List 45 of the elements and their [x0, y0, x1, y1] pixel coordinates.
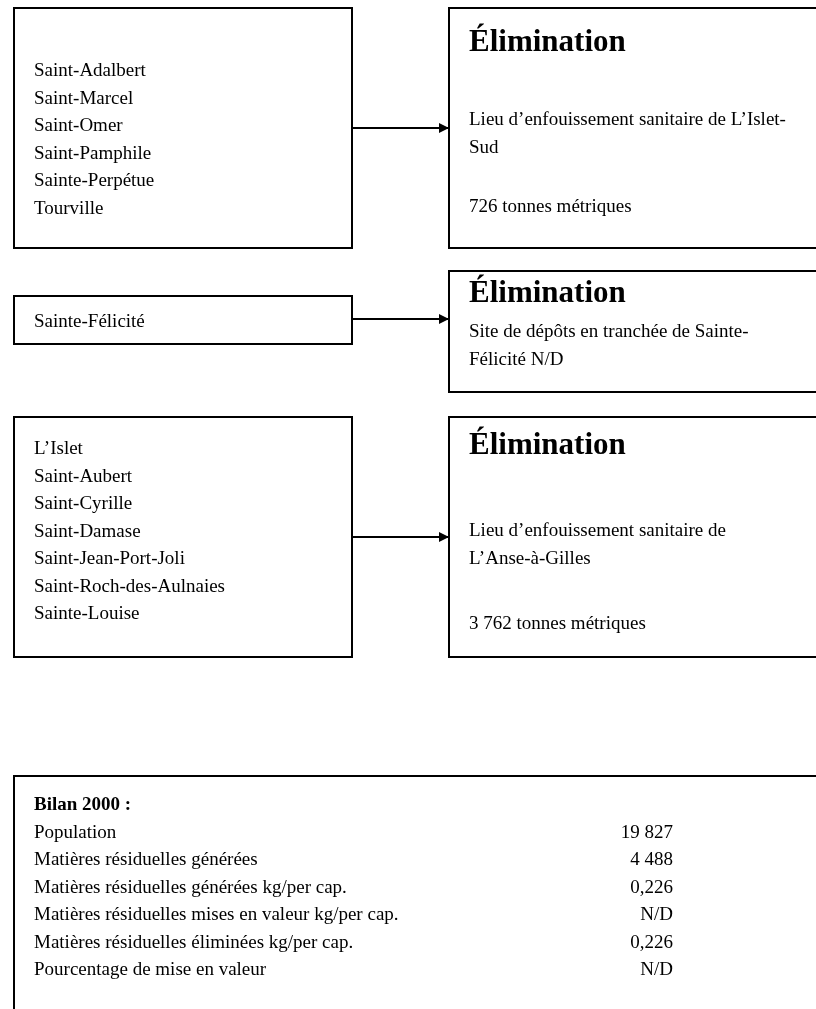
row-value: 0,226 — [630, 874, 673, 899]
row-value: N/D — [640, 957, 673, 981]
row-label: Matières résiduelles mises en valeur kg/per cap. — [34, 902, 399, 926]
municipality-name: Saint-Adalbert — [34, 58, 146, 82]
municipality-name: Saint-Omer — [34, 113, 123, 137]
municipality-name: Sainte-Louise — [34, 601, 140, 625]
tonnage-text: 726 tonnes métriques — [469, 194, 633, 218]
municipality-name: Saint-Roch-des-Aulnaies — [34, 573, 225, 598]
municipality-name: Saint-Damase — [34, 518, 141, 543]
disposal-box — [448, 7, 816, 249]
row-label: Matières résiduelles générées — [34, 847, 258, 871]
summary-heading: Bilan 2000 : — [34, 792, 132, 816]
municipality-name: Sainte-Félicité — [34, 309, 145, 333]
row-value: 19 827 — [620, 819, 673, 844]
row-label: Pourcentage de mise en valeur — [34, 957, 267, 981]
municipality-name: Saint-Cyrille — [34, 491, 133, 515]
site-description: Lieu d’enfouissement sanitaire de L’Islet-Sud — [469, 107, 787, 159]
municipality-name: Saint-Aubert — [34, 463, 133, 488]
disposal-heading: Élimination — [469, 274, 626, 310]
row-label: Matières résiduelles générées kg/per cap. — [34, 874, 347, 899]
disposal-box — [448, 416, 816, 658]
municipality-name: Tourville — [34, 195, 104, 220]
arrow — [352, 314, 449, 324]
arrow — [352, 532, 449, 542]
disposal-heading: Élimination — [469, 426, 626, 462]
site-description: Site de dépôts en tranchée de Sainte-Félicité N/D — [469, 319, 750, 371]
row-label: Matières résiduelles éliminées kg/per cap. — [34, 929, 354, 954]
municipality-name: L’Islet — [34, 436, 83, 460]
arrow — [352, 123, 449, 133]
municipality-list-box — [13, 295, 353, 345]
municipality-name: Saint-Pamphile — [34, 140, 152, 165]
row-value: 4 488 — [630, 847, 673, 871]
row-value: N/D — [640, 902, 673, 926]
tonnage-text: 3 762 tonnes métriques — [469, 611, 647, 635]
municipality-list-box — [13, 7, 353, 249]
disposal-box — [448, 270, 816, 393]
municipality-name: Saint-Jean-Port-Joli — [34, 546, 185, 570]
municipality-list-box — [13, 416, 353, 658]
summary-box — [13, 775, 816, 1009]
row-label: Population — [34, 819, 117, 844]
disposal-heading: Élimination — [469, 23, 626, 59]
row-value: 0,226 — [630, 929, 673, 954]
site-description: Lieu d’enfouissement sanitaire de L’Anse-à-Gilles — [469, 518, 727, 570]
municipality-name: Sainte-Perpétue — [34, 168, 155, 192]
municipality-name: Saint-Marcel — [34, 85, 134, 110]
